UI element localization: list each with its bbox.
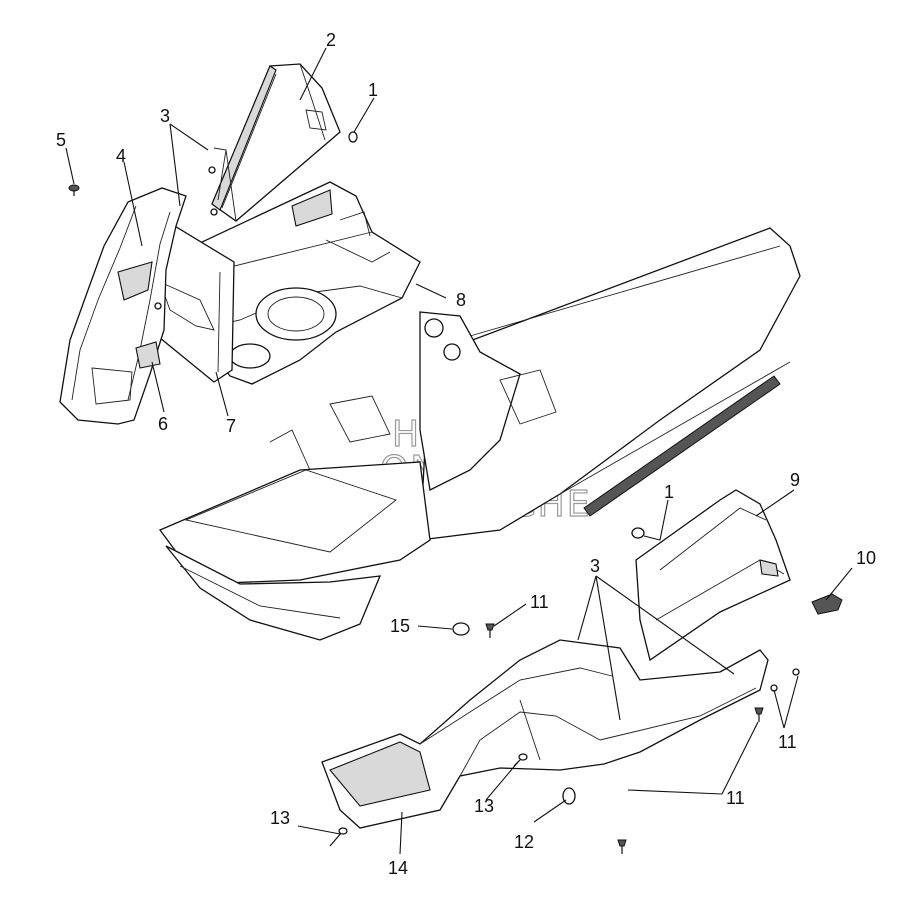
front-frame — [158, 395, 431, 641]
label-part-13-b: 13 — [474, 796, 494, 816]
part-12-plug — [562, 787, 576, 805]
label-part-9: 9 — [790, 470, 800, 490]
label-part-10: 10 — [856, 548, 876, 568]
label-part-13-a: 13 — [270, 808, 290, 828]
part-15-plug — [452, 622, 470, 636]
label-part-8: 8 — [456, 290, 466, 310]
label-part-12: 12 — [514, 832, 534, 852]
label-part-6: 6 — [158, 414, 168, 434]
label-part-4: 4 — [116, 146, 126, 166]
label-part-3-right: 3 — [590, 556, 600, 576]
part-1-fastener-top — [348, 131, 358, 143]
label-part-2: 2 — [326, 30, 336, 50]
part-6-bracket — [135, 341, 161, 369]
part-2-upper-panel — [208, 63, 341, 222]
chassis-tunnel — [419, 227, 801, 541]
label-part-1-top: 1 — [368, 80, 378, 100]
part-9-right-side-panel — [635, 489, 791, 662]
leader-lines — [65, 47, 853, 855]
label-part-14: 14 — [388, 858, 408, 878]
part-5-rivet — [68, 184, 80, 196]
part-4-left-side-panel — [59, 187, 187, 425]
part-14-lower-hood — [321, 639, 769, 829]
label-part-5: 5 — [56, 130, 66, 150]
label-part-11-b: 11 — [778, 732, 797, 752]
part-labels: 1 2 3 4 5 6 7 8 9 10 1 3 11 15 11 11 13 … — [56, 30, 876, 878]
part-10-cap — [811, 593, 843, 615]
part-11-fasteners — [485, 623, 800, 854]
label-part-11-a: 11 — [530, 592, 549, 612]
label-part-3-top: 3 — [160, 106, 170, 126]
label-part-15: 15 — [390, 616, 410, 636]
label-part-11-c: 11 — [726, 788, 745, 808]
label-part-7: 7 — [226, 416, 236, 436]
label-part-1-right: 1 — [664, 482, 674, 502]
part-1-fastener-right — [631, 527, 645, 539]
